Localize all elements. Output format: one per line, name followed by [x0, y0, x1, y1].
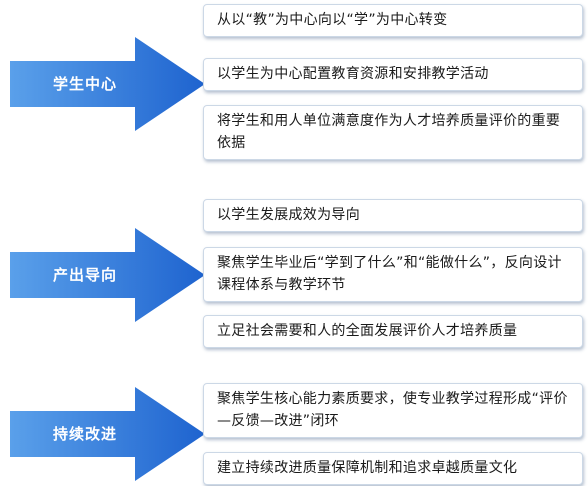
arrow-shape-icon — [10, 387, 205, 481]
list-item: 立足社会需要和人的全面发展评价人才培养质量 — [203, 315, 583, 348]
arrow-outcome-oriented: 产出导向 — [0, 228, 210, 322]
arrow-label: 持续改进 — [52, 425, 117, 443]
arrow-student-center: 学生中心 — [0, 37, 210, 131]
list-item: 建立持续改进质量保障机制和追求卓越质量文化 — [203, 452, 583, 485]
arrow-label: 产出导向 — [52, 266, 117, 284]
list-item: 将学生和用人单位满意度作为人才培养质量评价的重要依据 — [203, 105, 583, 160]
arrow-continuous-improvement: 持续改进 — [0, 387, 210, 481]
list-item: 从以“教”为中心向以“学”为中心转变 — [203, 4, 583, 37]
list-item: 聚焦学生核心能力素质要求，使专业教学过程形成“评价—反馈—改进”闭环 — [203, 383, 583, 438]
list-item: 聚焦学生毕业后“学到了什么”和“能做什么”，反向设计课程体系与教学环节 — [203, 247, 583, 302]
list-item: 以学生发展成效为导向 — [203, 199, 583, 232]
arrow-label: 学生中心 — [52, 75, 117, 93]
list-item: 以学生为中心配置教育资源和安排教学活动 — [203, 58, 583, 91]
arrow-shape-icon — [10, 37, 205, 131]
arrow-shape-icon — [10, 228, 205, 322]
